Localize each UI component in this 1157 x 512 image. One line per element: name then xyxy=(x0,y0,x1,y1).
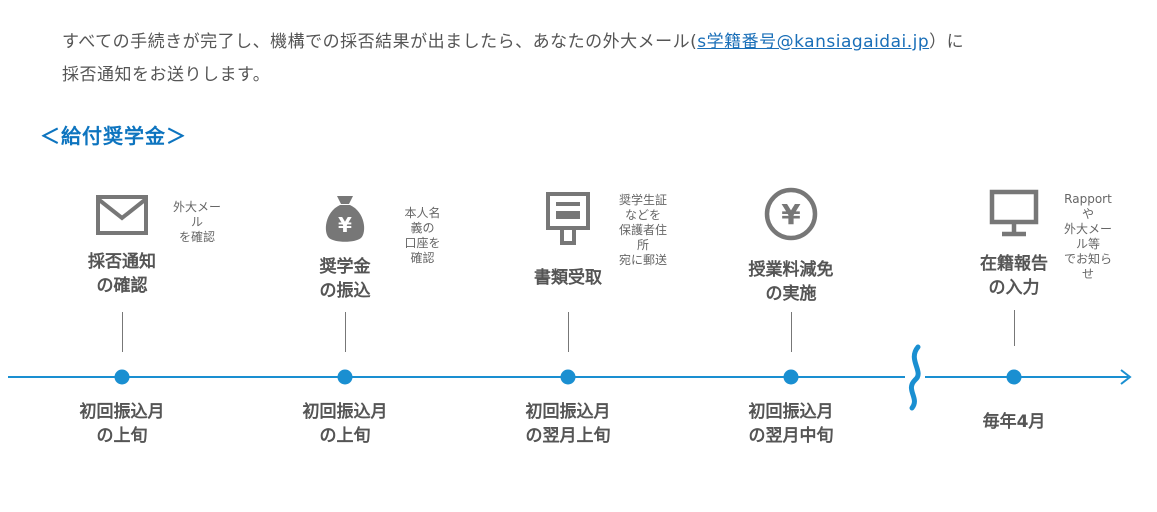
intro-text-line2: 採否通知をお送りします。 xyxy=(62,65,271,85)
step-connector xyxy=(1014,310,1015,346)
step-note: 外大メール を確認 xyxy=(172,200,221,244)
step-date: 初回振込月 の上旬 xyxy=(79,402,165,446)
timeline-arrowhead xyxy=(1120,369,1132,385)
step-label: 授業料減免 の実施 xyxy=(748,260,834,304)
step-connector xyxy=(791,312,792,352)
step-label: 採否通知 の確認 xyxy=(88,252,156,296)
step-tuition-reduction: ¥ 授業料減免 の実施 初回振込月 の翌月中旬 xyxy=(691,0,891,512)
step-date: 毎年4月 xyxy=(982,412,1046,432)
step-note: 本人名義の 口座を確認 xyxy=(404,206,441,265)
step-date: 初回振込月 の翌月上旬 xyxy=(525,402,611,446)
step-date: 初回振込月 の上旬 xyxy=(302,402,388,446)
computer-monitor-icon xyxy=(986,186,1042,242)
step-connector xyxy=(568,312,569,352)
step-date: 初回振込月 の翌月中旬 xyxy=(748,402,834,446)
step-document-receipt: 奨学生証 などを 保護者住所 宛に郵送 書類受取 初回振込月 の翌月上旬 xyxy=(468,0,668,512)
section-title: ＜給付奨学金＞ xyxy=(40,124,187,148)
step-note: Rapportや 外大メール等 でお知らせ xyxy=(1063,192,1112,281)
step-connector xyxy=(345,312,346,352)
mailbox-icon xyxy=(540,190,596,246)
step-label: 奨学金 の振込 xyxy=(319,257,371,301)
svg-text:¥: ¥ xyxy=(338,213,352,237)
step-scholarship-deposit: ¥ 本人名義の 口座を確認 奨学金 の振込 初回振込月 の上旬 xyxy=(245,0,445,512)
step-result-notice: 外大メール を確認 採否通知 の確認 初回振込月 の上旬 xyxy=(22,0,222,512)
intro-text-after: ）に xyxy=(929,32,965,52)
envelope-icon xyxy=(94,188,150,244)
step-note: 奨学生証 などを 保護者住所 宛に郵送 xyxy=(618,193,667,267)
intro-text-before: すべての手続きが完了し、機構での採否結果が出ましたら、あなたの外大メール( xyxy=(62,32,698,52)
svg-text:¥: ¥ xyxy=(781,198,801,231)
step-connector xyxy=(122,312,123,352)
money-bag-yen-icon: ¥ xyxy=(317,190,373,246)
email-link[interactable]: s学籍番号@kansiagaidai.jp xyxy=(697,32,930,52)
intro-paragraph: すべての手続きが完了し、機構での採否結果が出ましたら、あなたの外大メール(s学籍… xyxy=(62,26,1062,92)
step-label: 書類受取 xyxy=(534,268,602,288)
step-enrollment-report: Rapportや 外大メール等 でお知らせ 在籍報告 の入力 毎年4月 xyxy=(914,0,1114,512)
step-label: 在籍報告 の入力 xyxy=(980,254,1048,298)
yen-coin-icon: ¥ xyxy=(763,186,819,242)
